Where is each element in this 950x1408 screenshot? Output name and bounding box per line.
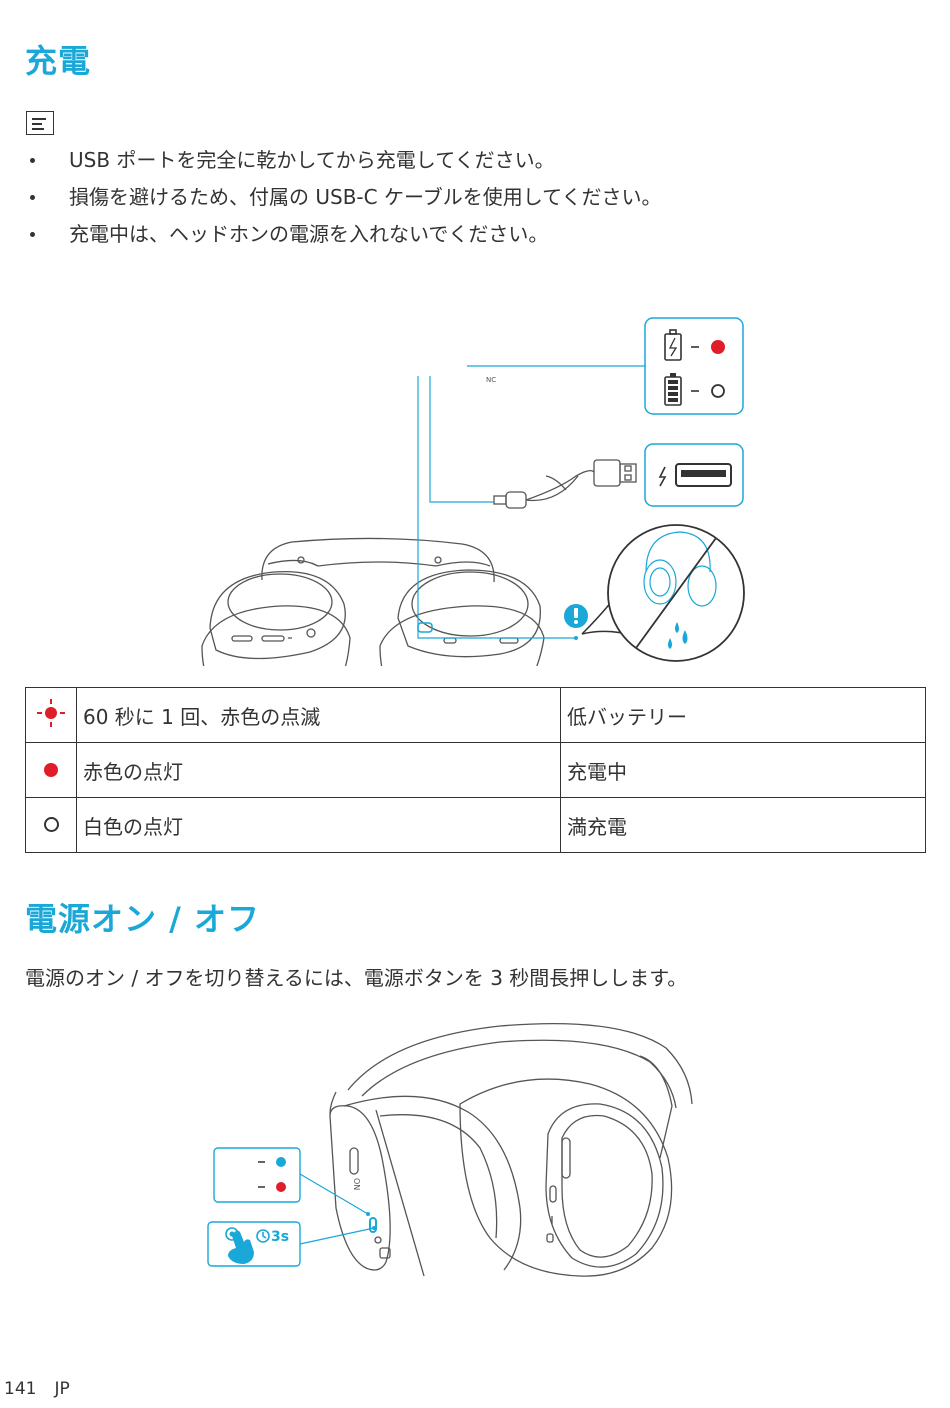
note-icon (26, 111, 54, 135)
table-row: 60 秒に 1 回、赤色の点滅 低バッテリー (26, 688, 926, 743)
note-item: 充電中は、ヘッドホンの電源を入れないでください。 (25, 217, 662, 254)
page-number: 141 (4, 1379, 36, 1399)
warning-icon (564, 604, 588, 640)
led-meaning: 満充電 (561, 798, 926, 853)
note-item: 損傷を避けるため、付属の USB-C ケーブルを使用してください。 (25, 180, 662, 217)
power-diagram: ON 3s (0, 1008, 950, 1278)
led-state: 60 秒に 1 回、赤色の点滅 (77, 688, 561, 743)
headphones-folded-icon (202, 570, 544, 666)
led-state: 赤色の点灯 (77, 743, 561, 798)
language-code: JP (54, 1379, 69, 1399)
on-label: ON (352, 1178, 361, 1190)
charging-notes: USB ポートを完全に乾かしてから充電してください。 損傷を避けるため、付属の … (25, 143, 662, 254)
usb-c-cable-icon (494, 460, 636, 508)
no-water-icon (582, 525, 744, 661)
white-dot-icon (712, 385, 724, 397)
red-blink-icon (26, 688, 77, 743)
blue-dot-icon (276, 1157, 286, 1167)
hold-time: 3s (271, 1229, 289, 1245)
power-description: 電源のオン / オフを切り替えるには、電源ボタンを 3 秒間長押しします。 (25, 962, 687, 991)
white-dot-icon (26, 798, 77, 853)
table-row: 赤色の点灯 充電中 (26, 743, 926, 798)
led-status-table: 60 秒に 1 回、赤色の点滅 低バッテリー 赤色の点灯 充電中 白色の点灯 満… (25, 687, 926, 853)
note-item: USB ポートを完全に乾かしてから充電してください。 (25, 143, 662, 180)
charging-title: 充電 (25, 36, 91, 82)
usb-port-icon (645, 444, 743, 506)
charging-diagram: NC (0, 266, 950, 666)
led-state: 白色の点灯 (77, 798, 561, 853)
led-meaning: 低バッテリー (561, 688, 926, 743)
battery-status-box (645, 318, 743, 414)
red-dot-icon (276, 1182, 286, 1192)
led-meaning: 充電中 (561, 743, 926, 798)
page-footer: 141 JP (4, 1379, 70, 1399)
nc-label: NC (486, 376, 496, 384)
table-row: 白色の点灯 満充電 (26, 798, 926, 853)
headphones-icon (330, 1024, 692, 1277)
power-title: 電源オン / オフ (25, 894, 260, 940)
red-dot-icon (711, 340, 725, 354)
red-dot-icon (26, 743, 77, 798)
